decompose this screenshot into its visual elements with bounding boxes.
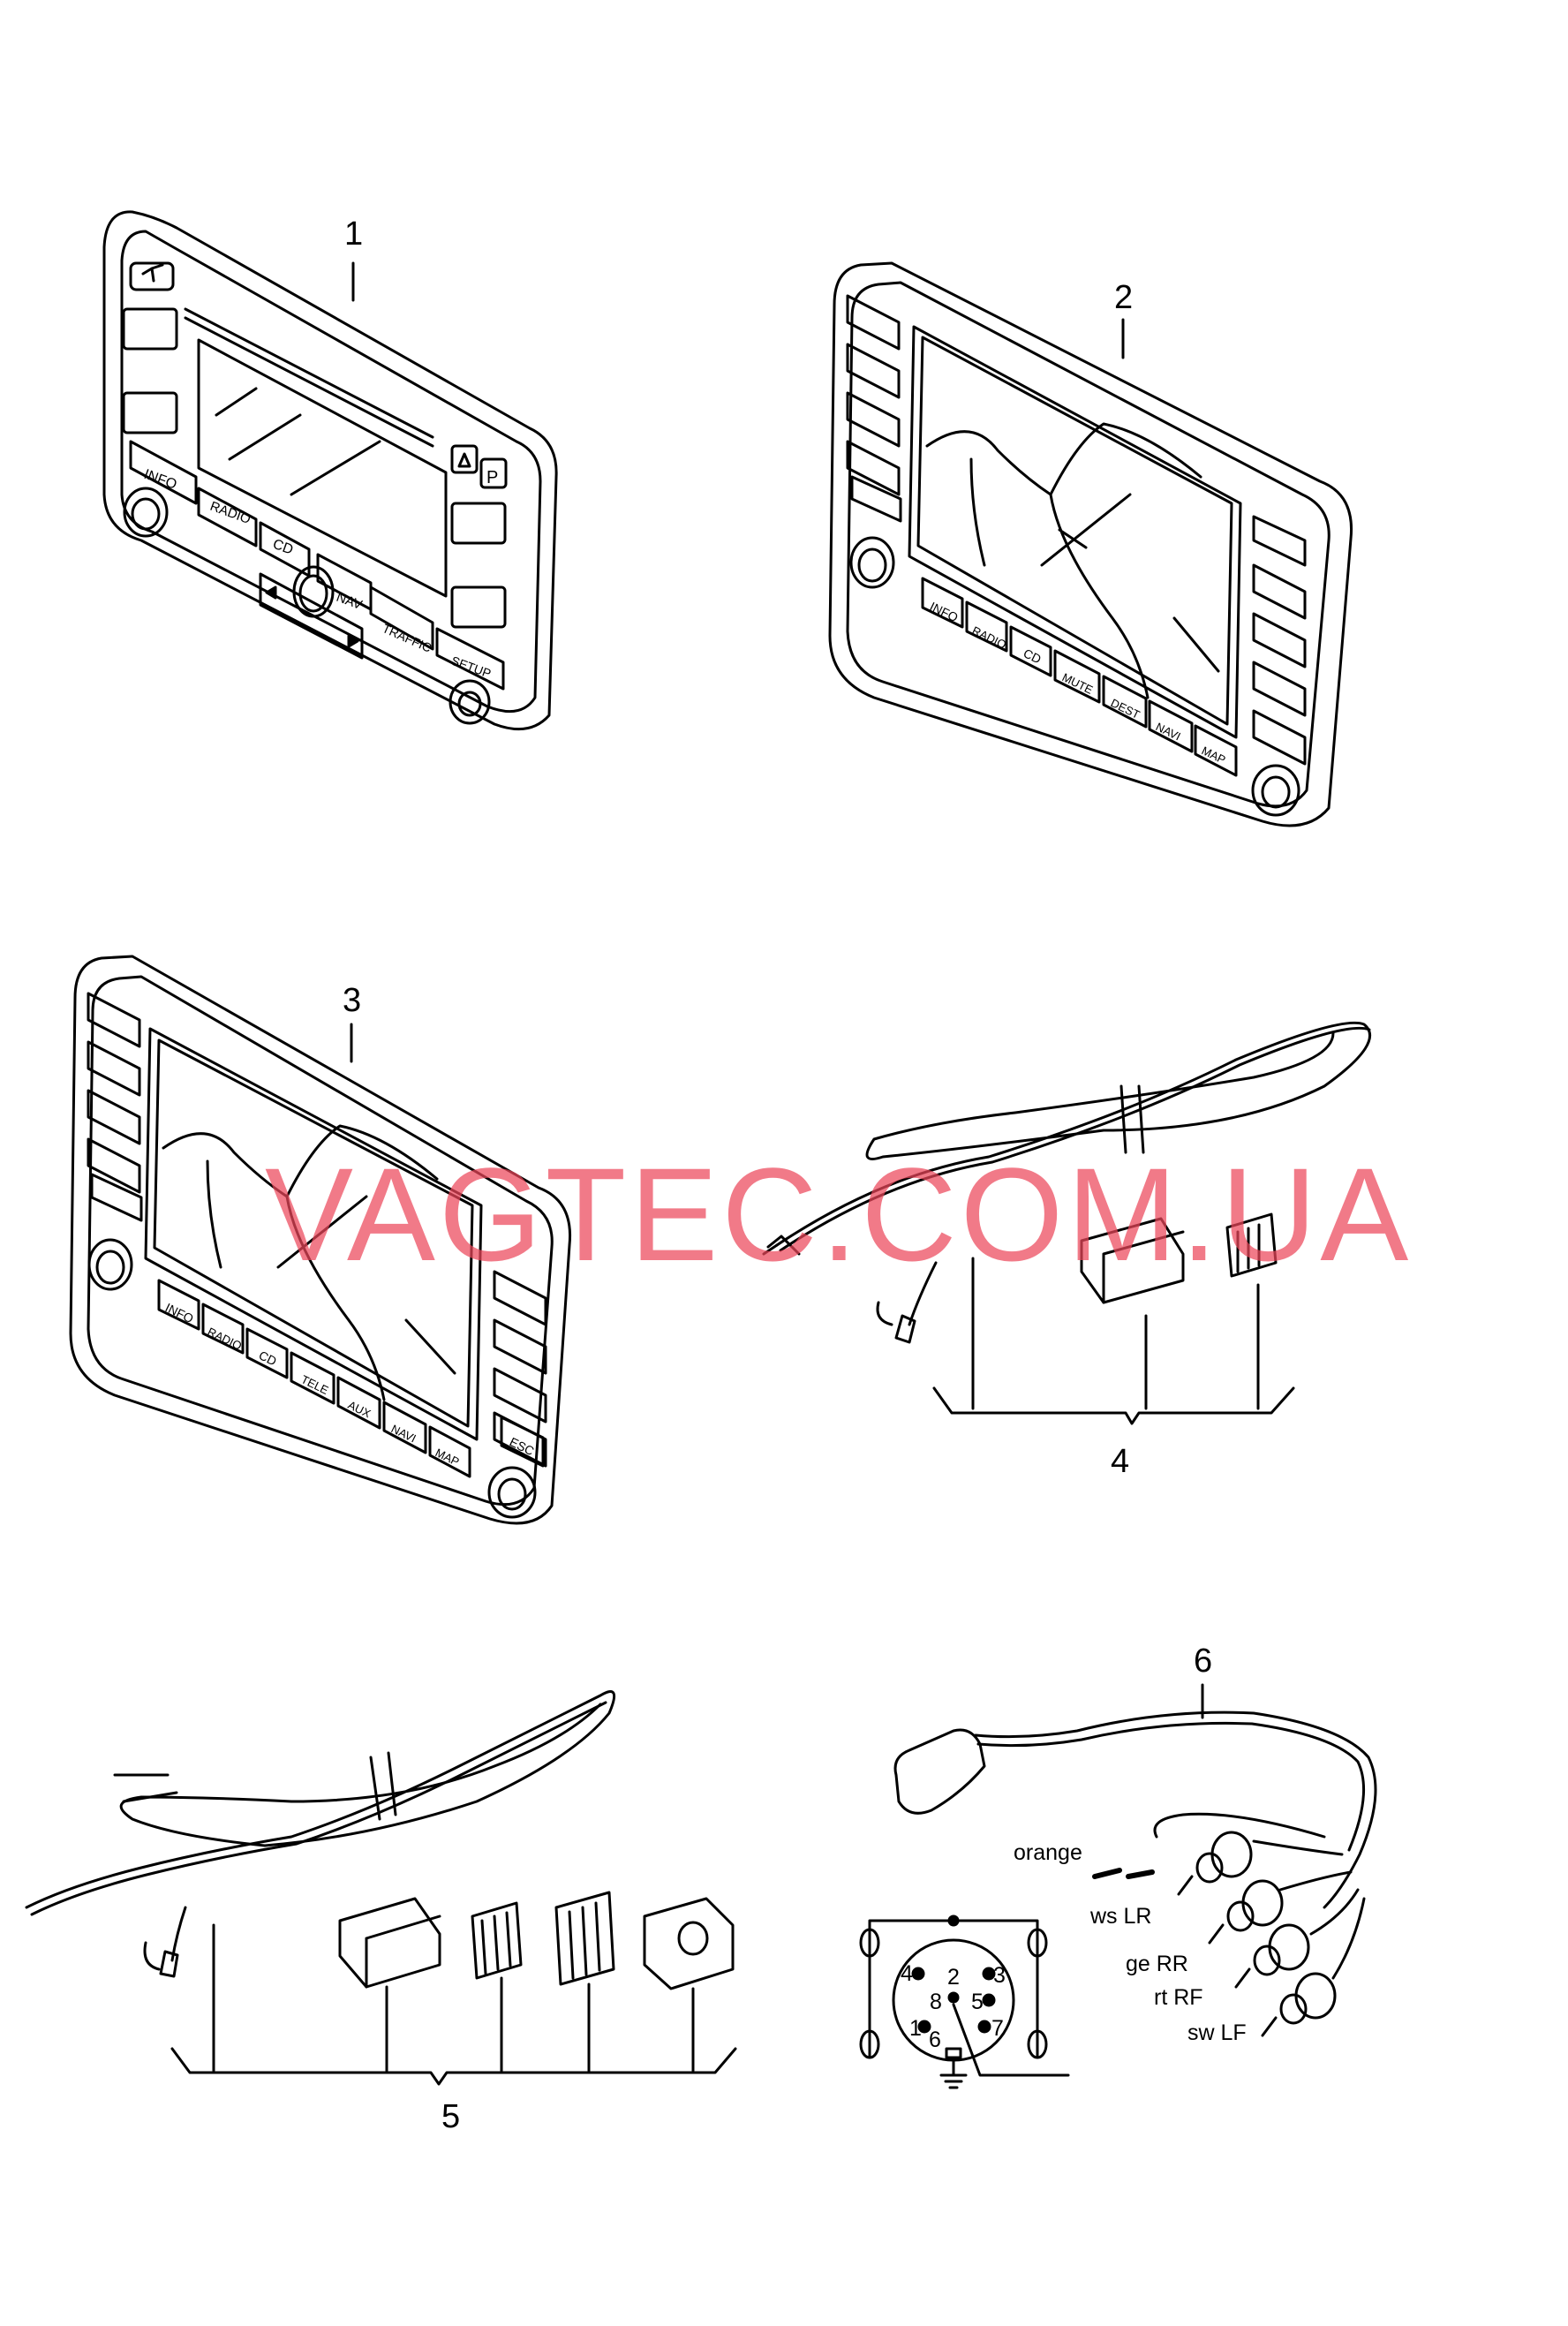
button-label-cd: CD bbox=[1021, 646, 1044, 666]
wire-label-sw-lf: sw LF bbox=[1187, 2020, 1247, 2045]
navigation-unit-2: INFO RADIO CD MUTE DEST NAVI MAP bbox=[828, 261, 1353, 827]
pinout-diagram: 1 2 3 4 5 6 7 8 bbox=[859, 1914, 1070, 2089]
adapter-cable-6: 1 2 3 4 5 6 7 8 bbox=[859, 1683, 1377, 2089]
wire-label-rt-rf: rt RF bbox=[1154, 1985, 1203, 2010]
button-label-p: P bbox=[486, 468, 498, 487]
button-label-radio: RADIO bbox=[970, 623, 1009, 652]
button-label-info: INFO bbox=[928, 599, 961, 624]
callout-3: 3 bbox=[343, 982, 362, 1019]
pin-label-7: 7 bbox=[991, 2016, 1004, 2041]
button-label-radio: RADIO bbox=[206, 1325, 245, 1353]
pin-label-2: 2 bbox=[947, 1965, 960, 1990]
button-label-dest: DEST bbox=[1109, 696, 1142, 721]
pin-label-3: 3 bbox=[993, 1963, 1006, 1988]
callout-4: 4 bbox=[1111, 1443, 1130, 1480]
callout-2: 2 bbox=[1114, 279, 1134, 316]
button-label-nav: NAV bbox=[335, 590, 365, 613]
pin-label-1: 1 bbox=[909, 2016, 922, 2041]
callout-5: 5 bbox=[441, 2098, 461, 2135]
button-label-cd: CD bbox=[271, 537, 296, 558]
rca-plug-rr bbox=[1208, 1870, 1353, 1945]
rca-plug-lr bbox=[1177, 1831, 1344, 1896]
button-label-mute: MUTE bbox=[1060, 670, 1096, 697]
pin-label-4: 4 bbox=[901, 1961, 913, 1986]
wire-label-ws-lr: ws LR bbox=[1090, 1904, 1152, 1929]
cable-set-4 bbox=[762, 1021, 1372, 1425]
watermark: VAGTEC.COM.UA bbox=[265, 1140, 1413, 1288]
wire-label-orange: orange bbox=[1014, 1840, 1082, 1865]
button-label-cd: CD bbox=[257, 1348, 279, 1368]
wire-label-ge-rr: ge RR bbox=[1126, 1952, 1188, 1976]
callout-1: 1 bbox=[344, 215, 364, 253]
radio-unit-1: INFO RADIO CD NAV TRAFFIC SETUP P bbox=[102, 210, 558, 731]
button-label-traffic: TRAFFIC bbox=[381, 621, 434, 655]
callout-6: 6 bbox=[1194, 1643, 1213, 1680]
rca-plug-lf bbox=[1261, 1897, 1366, 2037]
button-label-setup: SETUP bbox=[449, 653, 493, 681]
pin-label-8: 8 bbox=[930, 1990, 942, 2014]
button-label-info: INFO bbox=[163, 1300, 196, 1325]
rca-plug-rf bbox=[1234, 1888, 1360, 1989]
cable-set-5 bbox=[25, 1690, 737, 2086]
pin-label-5: 5 bbox=[971, 1990, 984, 2014]
pin-label-6: 6 bbox=[929, 2028, 941, 2052]
